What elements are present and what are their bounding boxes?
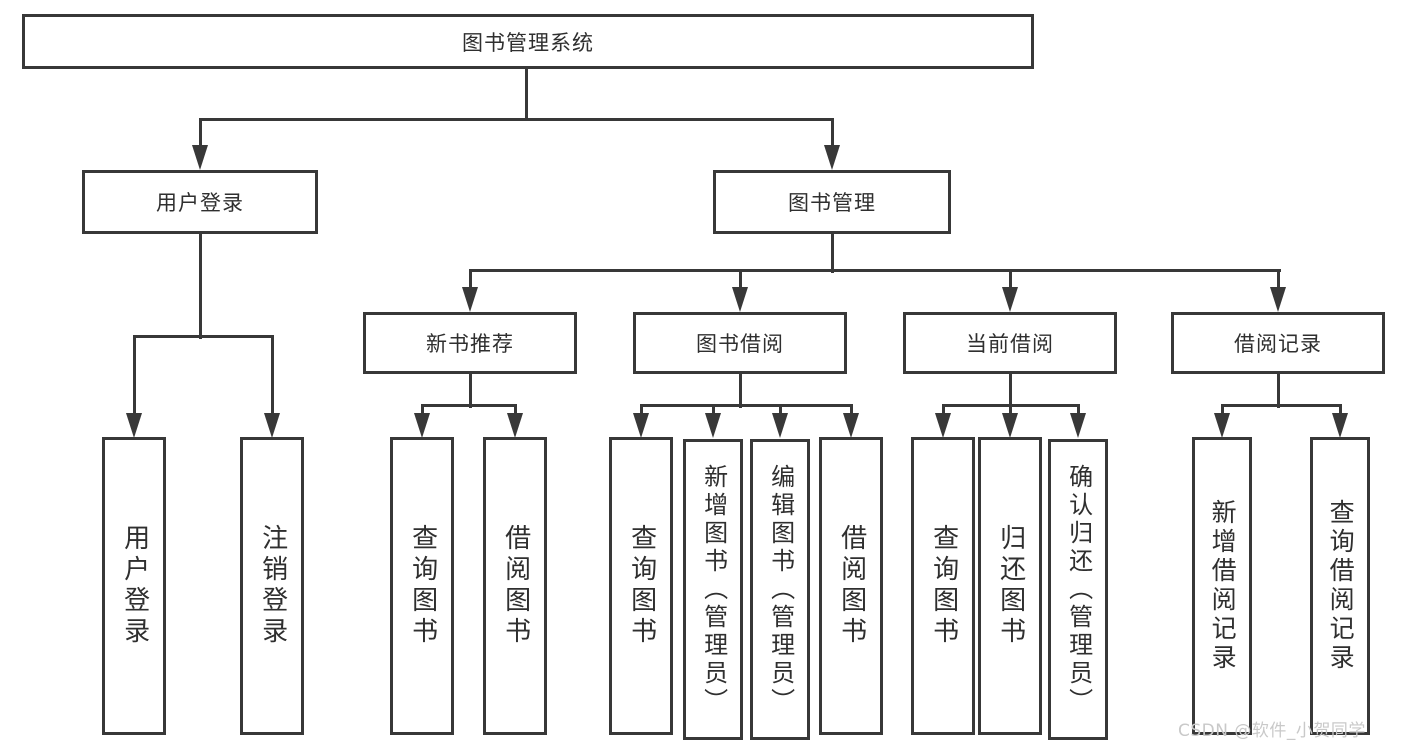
arrowhead-icon xyxy=(1002,287,1018,312)
leaf-edit-books-admin-label: 编辑图书（管理员） xyxy=(766,463,795,716)
leaf-add-books-admin: 新增图书（管理员） xyxy=(683,439,743,740)
leaf-confirm-return-admin-label: 确认归还（管理员） xyxy=(1064,463,1093,716)
connector-drop-leaf-user-login xyxy=(133,335,136,414)
leaf-logout: 注销登录 xyxy=(240,437,304,735)
arrowhead-icon xyxy=(126,413,142,438)
leaf-edit-books-admin: 编辑图书（管理员） xyxy=(750,439,810,740)
node-root-label: 图书管理系统 xyxy=(462,30,594,55)
leaf-borrow-books-label: 借阅图书 xyxy=(836,524,867,648)
node-book-borrow-label: 图书借阅 xyxy=(696,332,784,356)
connector-drop xyxy=(1077,404,1080,414)
arrowhead-icon xyxy=(1214,413,1230,438)
connector-book-management-bar xyxy=(469,269,1281,272)
connector-book-management-stem xyxy=(831,232,834,273)
leaf-recommend-borrow-books-label: 借阅图书 xyxy=(500,524,531,648)
watermark: CSDN @软件_小贺同学 xyxy=(1178,721,1366,741)
connector-root-bar xyxy=(199,118,833,121)
leaf-query-borrow-record-label: 查询借阅记录 xyxy=(1326,499,1356,673)
connector-user-login-bar xyxy=(133,335,274,338)
arrowhead-icon xyxy=(1070,413,1086,438)
connector-drop xyxy=(514,404,517,414)
arrowhead-icon xyxy=(772,413,788,438)
leaf-add-books-admin-label: 新增图书（管理员） xyxy=(699,463,728,716)
connector-drop-borrow-records xyxy=(1277,269,1280,289)
connector-drop xyxy=(850,404,853,414)
leaf-user-login-label: 用户登录 xyxy=(119,524,150,648)
connector-drop-user-login xyxy=(199,118,202,147)
connector-records-stem xyxy=(1277,374,1280,408)
connector-drop xyxy=(1339,404,1342,414)
arrowhead-icon xyxy=(633,413,649,438)
arrowhead-icon xyxy=(192,145,208,170)
arrowhead-icon xyxy=(414,413,430,438)
connector-borrow-bar xyxy=(640,404,853,407)
connector-drop xyxy=(712,404,715,414)
leaf-add-borrow-record-label: 新增借阅记录 xyxy=(1208,499,1238,673)
node-current-borrow: 当前借阅 xyxy=(903,312,1117,374)
connector-user-login-stem xyxy=(199,232,202,339)
leaf-return-books: 归还图书 xyxy=(978,437,1042,735)
leaf-current-query-books-label: 查询图书 xyxy=(928,524,959,648)
node-new-book-recommend: 新书推荐 xyxy=(363,312,577,374)
arrowhead-icon xyxy=(705,413,721,438)
connector-drop xyxy=(640,404,643,414)
arrowhead-icon xyxy=(1002,413,1018,438)
connector-borrow-stem xyxy=(739,374,742,408)
leaf-add-borrow-record: 新增借阅记录 xyxy=(1192,437,1252,735)
connector-drop xyxy=(421,404,424,414)
leaf-logout-label: 注销登录 xyxy=(257,524,288,648)
arrowhead-icon xyxy=(264,413,280,438)
connector-drop xyxy=(1221,404,1224,414)
connector-recommend-stem xyxy=(469,374,472,408)
connector-drop xyxy=(1009,404,1012,414)
node-new-book-recommend-label: 新书推荐 xyxy=(426,332,514,356)
node-borrow-records-label: 借阅记录 xyxy=(1234,332,1322,356)
node-root: 图书管理系统 xyxy=(22,14,1034,69)
node-user-login: 用户登录 xyxy=(82,170,318,234)
arrowhead-icon xyxy=(732,287,748,312)
node-book-management-label: 图书管理 xyxy=(788,191,876,215)
leaf-borrow-query-books: 查询图书 xyxy=(609,437,673,735)
leaf-return-books-label: 归还图书 xyxy=(995,524,1026,648)
leaf-recommend-query-books-label: 查询图书 xyxy=(407,524,438,648)
connector-records-bar xyxy=(1221,404,1342,407)
node-user-login-label: 用户登录 xyxy=(156,191,244,215)
connector-drop-leaf-logout xyxy=(271,335,274,414)
connector-current-stem xyxy=(1009,374,1012,408)
node-borrow-records: 借阅记录 xyxy=(1171,312,1385,374)
connector-drop-book-management xyxy=(831,118,834,147)
leaf-recommend-query-books: 查询图书 xyxy=(390,437,454,735)
arrowhead-icon xyxy=(843,413,859,438)
connector-drop-new-book-recommend xyxy=(469,269,472,289)
connector-recommend-bar xyxy=(421,404,517,407)
arrowhead-icon xyxy=(507,413,523,438)
leaf-confirm-return-admin: 确认归还（管理员） xyxy=(1048,439,1108,740)
leaf-borrow-query-books-label: 查询图书 xyxy=(626,524,657,648)
leaf-query-borrow-record: 查询借阅记录 xyxy=(1310,437,1370,735)
arrowhead-icon xyxy=(1270,287,1286,312)
leaf-user-login: 用户登录 xyxy=(102,437,166,735)
leaf-recommend-borrow-books: 借阅图书 xyxy=(483,437,547,735)
connector-drop xyxy=(942,404,945,414)
connector-drop xyxy=(779,404,782,414)
arrowhead-icon xyxy=(462,287,478,312)
arrowhead-icon xyxy=(935,413,951,438)
leaf-borrow-books: 借阅图书 xyxy=(819,437,883,735)
connector-root-stem xyxy=(525,66,528,121)
node-book-management: 图书管理 xyxy=(713,170,951,234)
arrowhead-icon xyxy=(1332,413,1348,438)
node-current-borrow-label: 当前借阅 xyxy=(966,332,1054,356)
arrowhead-icon xyxy=(824,145,840,170)
connector-drop-book-borrow xyxy=(739,269,742,289)
leaf-current-query-books: 查询图书 xyxy=(911,437,975,735)
node-book-borrow: 图书借阅 xyxy=(633,312,847,374)
connector-drop-current-borrow xyxy=(1009,269,1012,289)
